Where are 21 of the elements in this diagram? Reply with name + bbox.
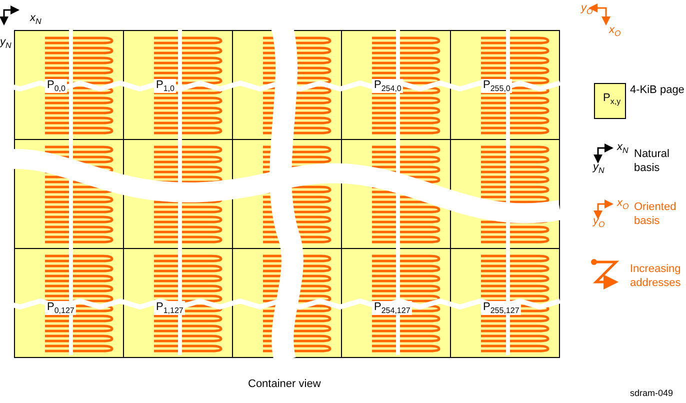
page-label: P$_{0,127}$ xyxy=(45,301,76,316)
page-label: P$_{1,0}$ xyxy=(154,79,176,94)
legend-text: 4-KiB page xyxy=(630,83,686,97)
sample-label: P$_{x,y}$ xyxy=(603,92,621,106)
axis-label: x$_{N}$ xyxy=(30,12,42,26)
axis-label: x$_{N}$ xyxy=(617,141,628,156)
page-label: P$_{255,0}$ xyxy=(481,79,512,94)
axis-label: x$_{O}$ xyxy=(617,197,629,212)
page-label: P$_{254,127}$ xyxy=(372,301,412,316)
legend-text: Natural basis xyxy=(634,147,670,175)
page-label: P$_{0,0}$ xyxy=(45,79,68,94)
axis-label: y$_{O}$ xyxy=(593,215,605,230)
legend-text: Oriented basis xyxy=(634,200,678,228)
figure-id: sdram-049 xyxy=(630,388,674,398)
page-label: P$_{1,127}$ xyxy=(154,301,186,316)
page-label: P$_{255,127}$ xyxy=(481,301,522,316)
legend-text: Increasing addresses xyxy=(630,262,682,290)
caption: Container view xyxy=(248,378,321,390)
axis-label: y$_{N}$ xyxy=(593,161,604,176)
page-label: P$_{254,0}$ xyxy=(372,79,404,94)
axis-label: x$_{O}$ xyxy=(609,24,621,38)
